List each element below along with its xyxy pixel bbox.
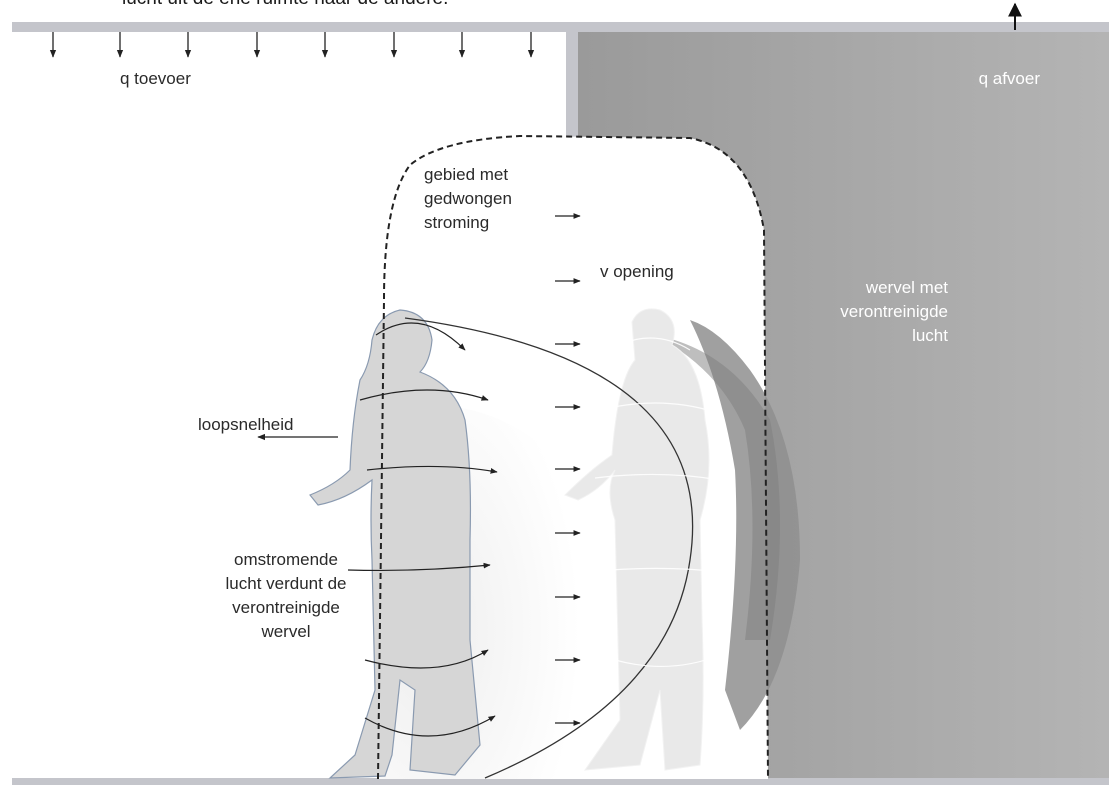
top-caption: lucht uit de ene ruimte naar de andere. bbox=[122, 0, 448, 9]
label-vortex-line2: verontreinigde bbox=[840, 302, 948, 321]
label-surrounding-line4: wervel bbox=[260, 622, 310, 641]
label-forced-flow-line1: gebied met bbox=[424, 165, 508, 184]
label-forced-flow-line3: stroming bbox=[424, 213, 489, 232]
label-walking-speed: loopsnelheid bbox=[198, 415, 293, 434]
ceiling bbox=[12, 22, 1109, 32]
label-q-exhaust: q afvoer bbox=[979, 69, 1041, 88]
supply-arrows bbox=[53, 32, 531, 57]
label-forced-flow-line2: gedwongen bbox=[424, 189, 512, 208]
label-surrounding-line1: omstromende bbox=[234, 550, 338, 569]
label-surrounding-air: omstromende lucht verdunt de verontreini… bbox=[226, 550, 347, 641]
label-vortex-line1: wervel met bbox=[865, 278, 948, 297]
floor bbox=[12, 778, 1109, 785]
label-surrounding-line2: lucht verdunt de bbox=[226, 574, 347, 593]
label-v-opening: v opening bbox=[600, 262, 674, 281]
label-vortex-line3: lucht bbox=[912, 326, 948, 345]
label-q-supply: q toevoer bbox=[120, 69, 191, 88]
label-surrounding-line3: verontreinigde bbox=[232, 598, 340, 617]
